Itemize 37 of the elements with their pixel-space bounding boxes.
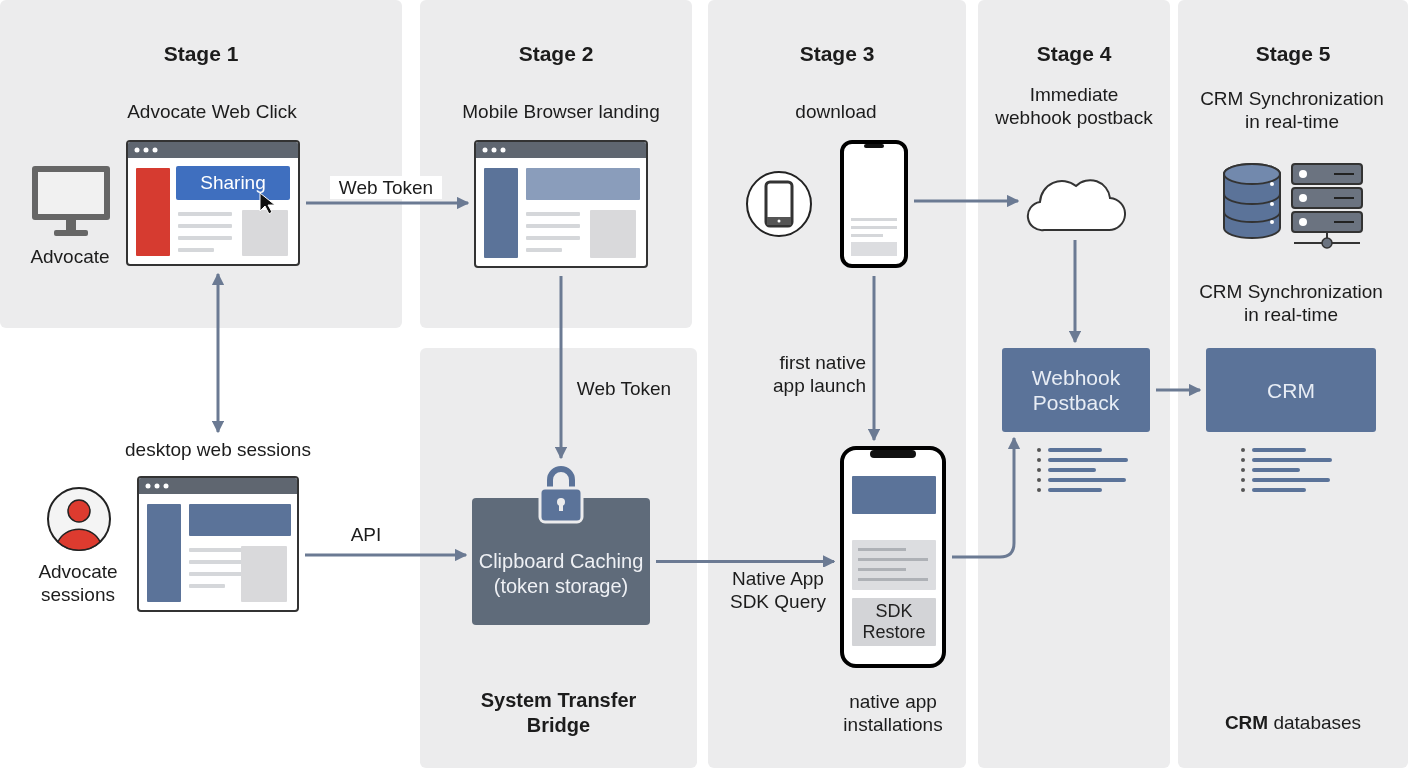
stage-heading: Stage 1 [162,41,240,67]
node-heading: download [794,100,878,123]
process-box: Webhook Postback [1002,348,1150,432]
arrow [914,194,1020,208]
stage-panel [1178,0,1408,768]
arrow [656,555,836,568]
arrow [305,548,468,562]
arrow [554,276,568,460]
stage-heading: Stage 2 [517,41,595,67]
node-heading: Advocate Web Click [126,100,298,123]
edge-label: Web Token [330,176,442,199]
stage-panel [420,348,697,768]
caption-text: CRM Synchronization in real-time [1199,87,1385,134]
node-caption: native app installations [842,690,944,736]
arrow [952,436,1021,559]
node-heading: Mobile Browser landing [461,100,661,123]
arrow [306,196,470,210]
panel-caption: CRM databases [1223,711,1363,734]
stage-heading: Stage 5 [1254,41,1332,67]
caption-text: Advocate sessions [37,560,119,607]
sdk-restore-panel: SDK Restore [852,598,936,646]
node-heading: desktop web sessions [124,438,312,461]
caption-text: Immediate webhook postback [994,83,1154,130]
arrow [867,276,881,442]
caption-text: Advocate [29,244,111,269]
stage-panel [978,0,1170,768]
arrow [211,272,225,434]
stage-heading: Stage 3 [798,41,876,67]
stage-panel [708,0,966,768]
stage-heading: System Transfer Bridge [479,688,638,738]
arrow [1156,383,1202,397]
stage-heading: Stage 4 [1035,41,1113,67]
node-heading: CRM Synchronization in real-time [1198,280,1384,326]
arrow [1068,240,1082,344]
process-box: CRM [1206,348,1376,432]
storage-box: Clipboard Caching (token storage) [472,498,650,625]
sharing-button: Sharing [176,166,290,200]
